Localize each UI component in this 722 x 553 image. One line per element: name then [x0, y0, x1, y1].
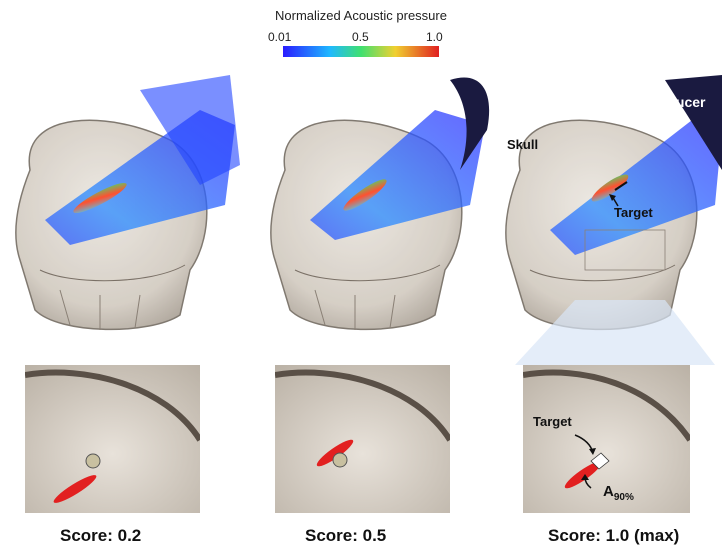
a90-subscript: 90%: [614, 492, 634, 503]
score-label-2: Score: 0.5: [305, 526, 386, 546]
a90-label: A90%: [603, 483, 634, 503]
score-label-3: Score: 1.0 (max): [548, 526, 679, 546]
colorbar-title: Normalized Acoustic pressure: [0, 8, 722, 23]
colorbar: [283, 46, 439, 57]
zoom-render-1: [25, 365, 200, 513]
transducer-label: Transducer: [630, 94, 705, 110]
skull-render-2: [255, 70, 495, 360]
colorbar-tick-max: 1.0: [426, 30, 443, 44]
skull-label: Skull: [507, 137, 538, 152]
target-arrow-top: [606, 190, 626, 208]
colorbar-tick-mid: 0.5: [352, 30, 369, 44]
colorbar-tick-min: 0.01: [268, 30, 291, 44]
score-label-1: Score: 0.2: [60, 526, 141, 546]
target-label-bottom: Target: [533, 414, 572, 429]
a90-main: A: [603, 483, 614, 500]
zoom-render-2: [275, 365, 450, 513]
skull-render-1: [0, 70, 240, 360]
